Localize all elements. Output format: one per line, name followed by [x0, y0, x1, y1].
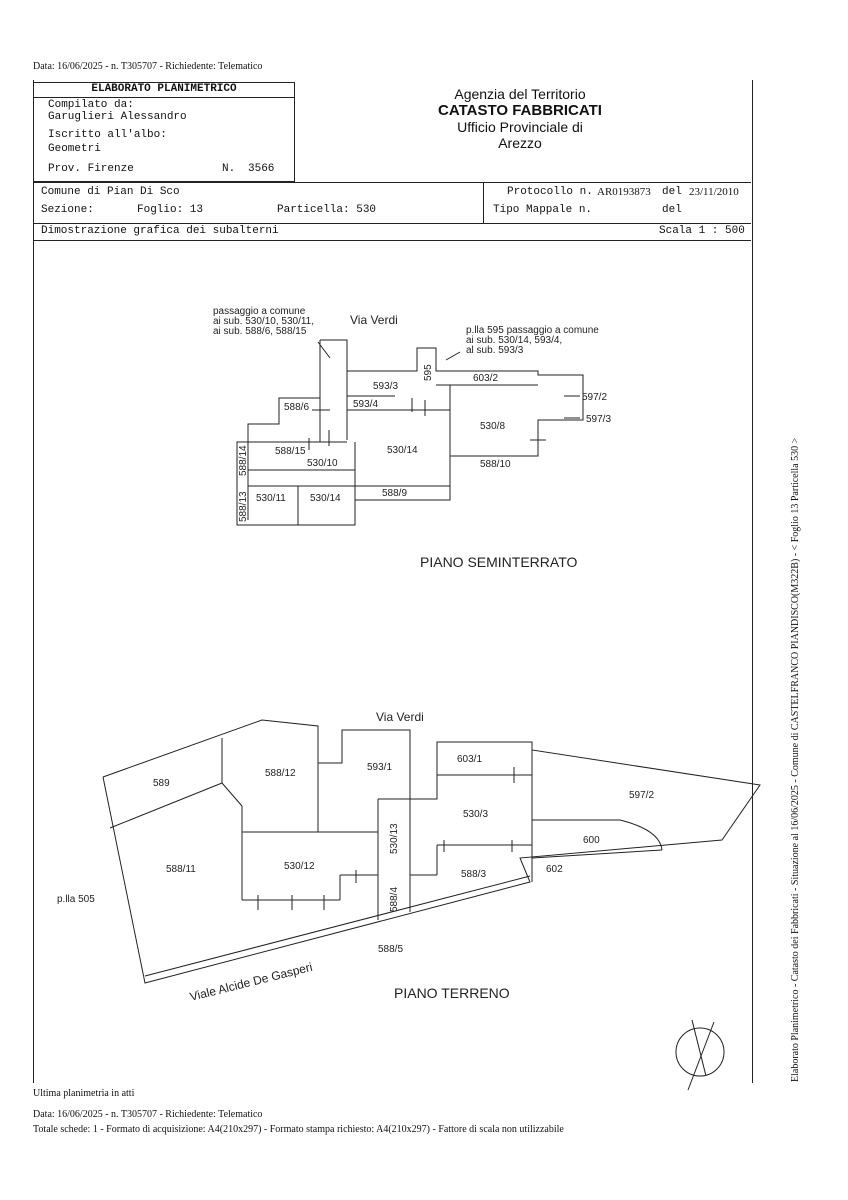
- upper-note-left-3: ai sub. 588/6, 588/15: [213, 326, 307, 337]
- iscritto-label: Iscritto all'albo:: [48, 129, 167, 141]
- upper-street: Via Verdi: [350, 313, 398, 327]
- tipo-mappale-label: Tipo Mappale n.: [493, 204, 593, 216]
- label-589: 589: [153, 778, 170, 789]
- lower-plan-outline: [102, 719, 761, 984]
- elaborato-box: ELABORATO PLANIMETRICO Compilato da: Gar…: [33, 82, 295, 182]
- label-588-11: 588/11: [166, 864, 196, 875]
- n-label: N.: [222, 163, 236, 175]
- info-bar: Comune di Pian Di Sco Sezione: Foglio: 1…: [33, 182, 751, 224]
- label-530-11: 530/11: [256, 493, 286, 504]
- upper-note-left-1: passaggio a comune: [213, 306, 306, 317]
- top-data-line: Data: 16/06/2025 - n. T305707 - Richiede…: [33, 61, 263, 72]
- label-530-3: 530/3: [463, 809, 488, 820]
- label-593-3: 593/3: [373, 381, 398, 392]
- label-plla-505: p.lla 505: [57, 894, 95, 905]
- scala-label: Scala 1 : 500: [659, 225, 745, 237]
- label-588-15: 588/15: [275, 446, 306, 457]
- agency-header: Agenzia del Territorio CATASTO FABBRICAT…: [380, 86, 660, 151]
- label-588-9: 588/9: [382, 488, 407, 499]
- label-530-13: 530/13: [389, 823, 400, 854]
- prov-label: Prov. Firenze: [48, 163, 134, 175]
- elaborato-title: ELABORATO PLANIMETRICO: [34, 83, 294, 98]
- iscritto-value: Geometri: [48, 143, 101, 155]
- label-603-2: 603/2: [473, 373, 498, 384]
- footer-line-3: Totale schede: 1 - Formato di acquisizio…: [33, 1124, 564, 1135]
- footer-line-1: Ultima planimetria in atti: [33, 1088, 135, 1099]
- tipo-del: del: [662, 204, 682, 216]
- upper-floor-title: PIANO SEMINTERRATO: [420, 554, 578, 570]
- label-588-12: 588/12: [265, 768, 296, 779]
- label-602: 602: [546, 864, 563, 875]
- label-530-10: 530/10: [307, 458, 338, 469]
- label-588-10: 588/10: [480, 459, 511, 470]
- upper-plan-outline: [236, 339, 584, 526]
- upper-note-right-2: ai sub. 530/14, 593/4,: [466, 335, 562, 346]
- protocollo-del: del: [662, 186, 682, 198]
- label-530-14-b: 530/14: [310, 493, 341, 504]
- label-588-6: 588/6: [284, 402, 309, 413]
- protocollo-value: AR0193873: [597, 186, 651, 198]
- label-597-3: 597/3: [586, 414, 611, 425]
- label-597-2-upper: 597/2: [582, 392, 607, 403]
- n-value: 3566: [248, 163, 275, 175]
- protocollo-date: 23/11/2010: [689, 186, 739, 198]
- compilato-label: Compilato da:: [48, 99, 134, 111]
- info-divider: [483, 183, 484, 223]
- label-593-4: 593/4: [353, 399, 378, 410]
- protocollo-label: Protocollo n.: [507, 186, 593, 198]
- upper-note-right-1: p.lla 595 passaggio a comune: [466, 325, 599, 336]
- label-588-5: 588/5: [378, 944, 403, 955]
- comune-label: Comune di Pian Di Sco: [41, 186, 180, 198]
- north-arrow-icon: [675, 1019, 725, 1091]
- label-593-1: 593/1: [367, 762, 392, 773]
- particella-label: Particella: 530: [277, 204, 377, 216]
- page-frame: [33, 80, 753, 1083]
- label-530-14-a: 530/14: [387, 445, 418, 456]
- label-597-2-lower: 597/2: [629, 790, 654, 801]
- footer-line-2: Data: 16/06/2025 - n. T305707 - Richiede…: [33, 1109, 263, 1120]
- upper-note-left-2: ai sub. 530/10, 530/11,: [213, 316, 314, 327]
- dimostrazione-row: Dimostrazione grafica dei subalterni Sca…: [33, 224, 751, 241]
- dimostrazione-label: Dimostrazione grafica dei subalterni: [41, 225, 279, 237]
- label-588-3: 588/3: [461, 869, 486, 880]
- label-588-4: 588/4: [389, 887, 400, 912]
- label-603-1: 603/1: [457, 754, 482, 765]
- label-600: 600: [583, 835, 600, 846]
- label-530-8: 530/8: [480, 421, 505, 432]
- agency-line2: CATASTO FABBRICATI: [438, 102, 602, 119]
- foglio-label: Foglio: 13: [137, 204, 204, 216]
- compilato-name: Garuglieri Alessandro: [48, 111, 187, 123]
- agency-line1: Agenzia del Territorio: [454, 86, 586, 102]
- lower-street: Via Verdi: [376, 710, 424, 724]
- label-595: 595: [423, 364, 434, 381]
- agency-line4: Arezzo: [498, 135, 542, 151]
- label-530-12: 530/12: [284, 861, 315, 872]
- lower-floor-title: PIANO TERRENO: [394, 985, 510, 1001]
- label-588-13: 588/13: [238, 491, 249, 522]
- upper-note-right-3: al sub. 593/3: [466, 345, 524, 356]
- label-588-14: 588/14: [238, 445, 249, 476]
- sezione-label: Sezione:: [41, 204, 94, 216]
- agency-line3: Ufficio Provinciale di: [457, 119, 583, 135]
